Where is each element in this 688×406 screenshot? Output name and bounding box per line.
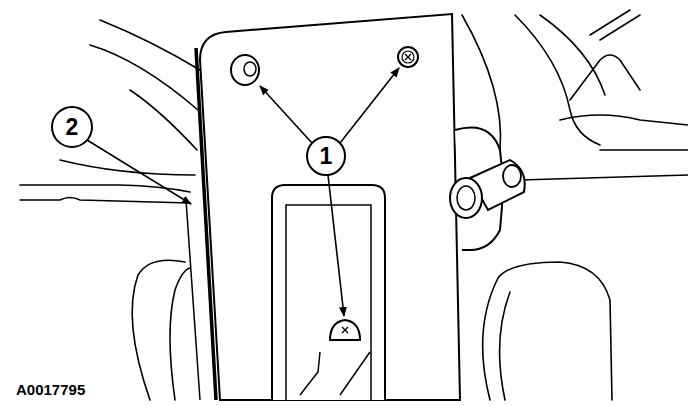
- callout-number: 2: [66, 116, 79, 139]
- figure-id: A0017795: [16, 382, 85, 397]
- callout-number: 1: [320, 145, 333, 168]
